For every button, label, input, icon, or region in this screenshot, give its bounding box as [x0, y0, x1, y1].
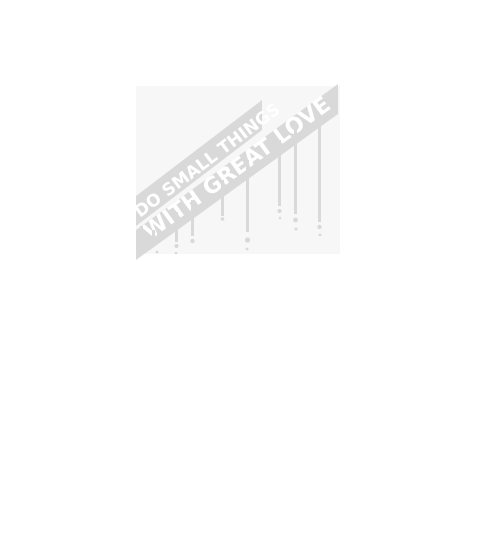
- drip-drop: [220, 217, 225, 221]
- drip: [318, 118, 321, 222]
- drip-drop: [277, 209, 282, 213]
- drip: [278, 140, 281, 206]
- drip: [246, 160, 249, 232]
- drip: [152, 230, 155, 242]
- drip-drop: [174, 251, 178, 255]
- drip: [175, 212, 178, 242]
- drip-drop: [293, 217, 298, 223]
- drip-drop: [139, 244, 144, 248]
- drip-drop: [244, 237, 251, 243]
- drip-drop: [318, 233, 322, 237]
- drip: [140, 226, 143, 242]
- drip-drop: [278, 216, 282, 220]
- drip-drop: [174, 244, 179, 248]
- drip: [294, 128, 297, 214]
- paint-drips: [139, 118, 322, 255]
- drip-drop: [190, 238, 195, 244]
- drip: [191, 200, 194, 236]
- drip: [221, 180, 224, 216]
- drip-drop: [317, 224, 322, 230]
- banner-upper: [136, 100, 262, 226]
- drip-drop: [155, 250, 159, 254]
- drip-drop: [294, 227, 298, 231]
- banner-lower: [136, 84, 338, 260]
- drip-drop: [151, 242, 156, 246]
- drip-drop: [245, 247, 249, 251]
